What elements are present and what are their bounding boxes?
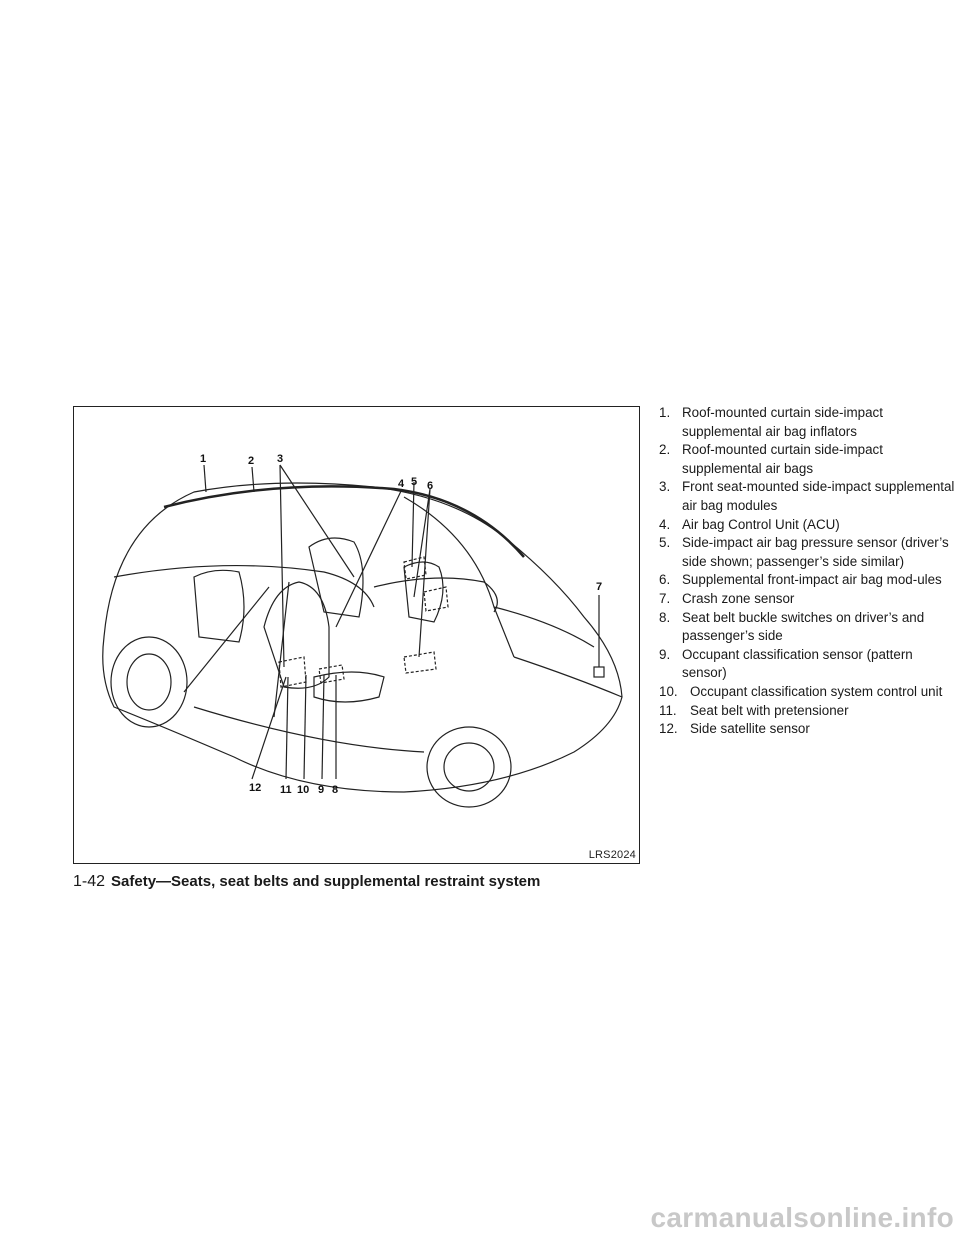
legend-item-4: 4. Air bag Control Unit (ACU)	[659, 516, 959, 535]
legend-text: Crash zone sensor	[682, 590, 795, 606]
legend-number: 4.	[659, 516, 671, 532]
legend-text: Occupant classification sensor (pattern …	[682, 646, 913, 681]
legend-text: Occupant classification system control u…	[690, 683, 943, 699]
legend-number: 6.	[659, 572, 671, 588]
legend-text: Supplemental front-impact air bag mod-ul…	[682, 572, 942, 588]
legend-number: 8.	[659, 609, 671, 625]
callout-11: 11	[280, 784, 292, 796]
legend-text: Side satellite sensor	[690, 721, 810, 737]
callout-8: 8	[332, 784, 338, 796]
legend-item-7: 7. Crash zone sensor	[659, 590, 959, 609]
legend-text: Front seat-mounted side-impact supplemen…	[682, 479, 955, 513]
legend-text: Air bag Control Unit (ACU)	[682, 516, 840, 532]
legend-text: Seat belt with pretensioner	[690, 702, 849, 718]
callout-7: 7	[596, 581, 602, 593]
legend-list: 1. Roof-mounted curtain side-impact supp…	[659, 404, 959, 739]
legend-item-6: 6. Supplemental front-impact air bag mod…	[659, 571, 959, 590]
callout-9: 9	[318, 784, 324, 796]
callout-2: 2	[248, 455, 254, 467]
legend-item-9: 9. Occupant classification sensor (patte…	[659, 646, 959, 683]
page-number: 1-42	[73, 873, 106, 890]
legend-item-1: 1. Roof-mounted curtain side-impact supp…	[659, 404, 959, 441]
legend-item-10: 10. Occupant classification system contr…	[659, 683, 959, 702]
legend-number: 10.	[659, 683, 678, 699]
callout-12: 12	[249, 782, 261, 794]
legend-text: Side-impact air bag pressure sensor (dri…	[682, 535, 949, 569]
callout-5: 5	[411, 476, 417, 488]
legend-item-5: 5. Side-impact air bag pressure sensor (…	[659, 534, 959, 571]
legend-number: 11.	[659, 702, 677, 718]
callout-4: 4	[398, 478, 405, 490]
legend-number: 9.	[659, 646, 671, 662]
legend-number: 12.	[659, 721, 678, 737]
callout-10: 10	[297, 784, 309, 796]
legend-number: 5.	[659, 535, 671, 551]
callout-1: 1	[200, 453, 206, 465]
legend-item-11: 11. Seat belt with pretensioner	[659, 702, 959, 721]
figure-code: LRS2024	[588, 849, 636, 861]
legend-item-12: 12. Side satellite sensor	[659, 720, 959, 739]
callout-6: 6	[427, 480, 433, 492]
legend-item-2: 2. Roof-mounted curtain side-impact supp…	[659, 441, 959, 478]
callout-3: 3	[277, 453, 283, 465]
legend-item-8: 8. Seat belt buckle switches on driver’s…	[659, 609, 959, 646]
watermark: carmanualsonline.info	[650, 1202, 954, 1233]
section-title: Safety—Seats, seat belts and supplementa…	[111, 873, 541, 890]
legend-number: 7.	[659, 590, 671, 606]
legend-text: Roof-mounted curtain side-impact supplem…	[682, 405, 883, 439]
airbag-system-figure: 1 2 3 4 5 6 7 8 9 10 11 12 LRS2024	[73, 406, 640, 864]
page-footer: 1-42 Safety—Seats, seat belts and supple…	[73, 873, 540, 891]
legend-text: Seat belt buckle switches on driver’s an…	[682, 609, 925, 644]
car-cutaway-illustration: 1 2 3 4 5 6 7 8 9 10 11 12	[102, 453, 623, 808]
legend-number: 2.	[659, 442, 671, 458]
legend-number: 1.	[659, 405, 671, 420]
legend-text: Roof-mounted curtain side-impact supplem…	[682, 442, 883, 476]
legend-number: 3.	[659, 479, 671, 495]
legend-item-3: 3. Front seat-mounted side-impact supple…	[659, 478, 959, 515]
